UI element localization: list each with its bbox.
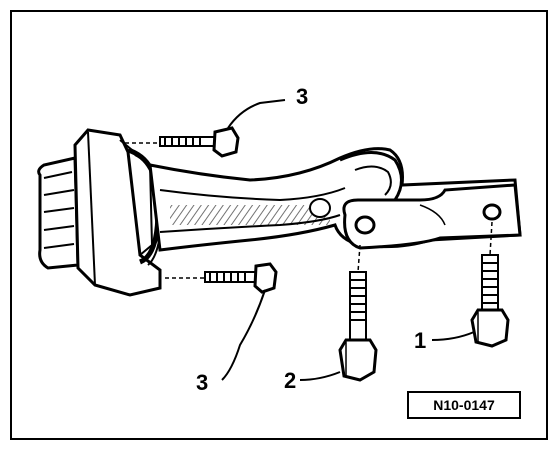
- callout-2: 2: [284, 368, 296, 393]
- torque-arm: [148, 147, 522, 252]
- bolt-3-top: [125, 126, 240, 158]
- reference-code-box: N10-0147: [407, 391, 521, 419]
- mount-housing: [37, 128, 164, 297]
- callout-1: 1: [414, 328, 426, 353]
- leader-lines: [221, 99, 475, 381]
- reference-code: N10-0147: [433, 397, 495, 413]
- bolt-1: [470, 221, 510, 348]
- bolt-3-bottom: [165, 262, 278, 294]
- callout-3-bottom: 3: [196, 370, 208, 395]
- callout-3-top: 3: [296, 84, 308, 109]
- bolt-2: [338, 244, 378, 382]
